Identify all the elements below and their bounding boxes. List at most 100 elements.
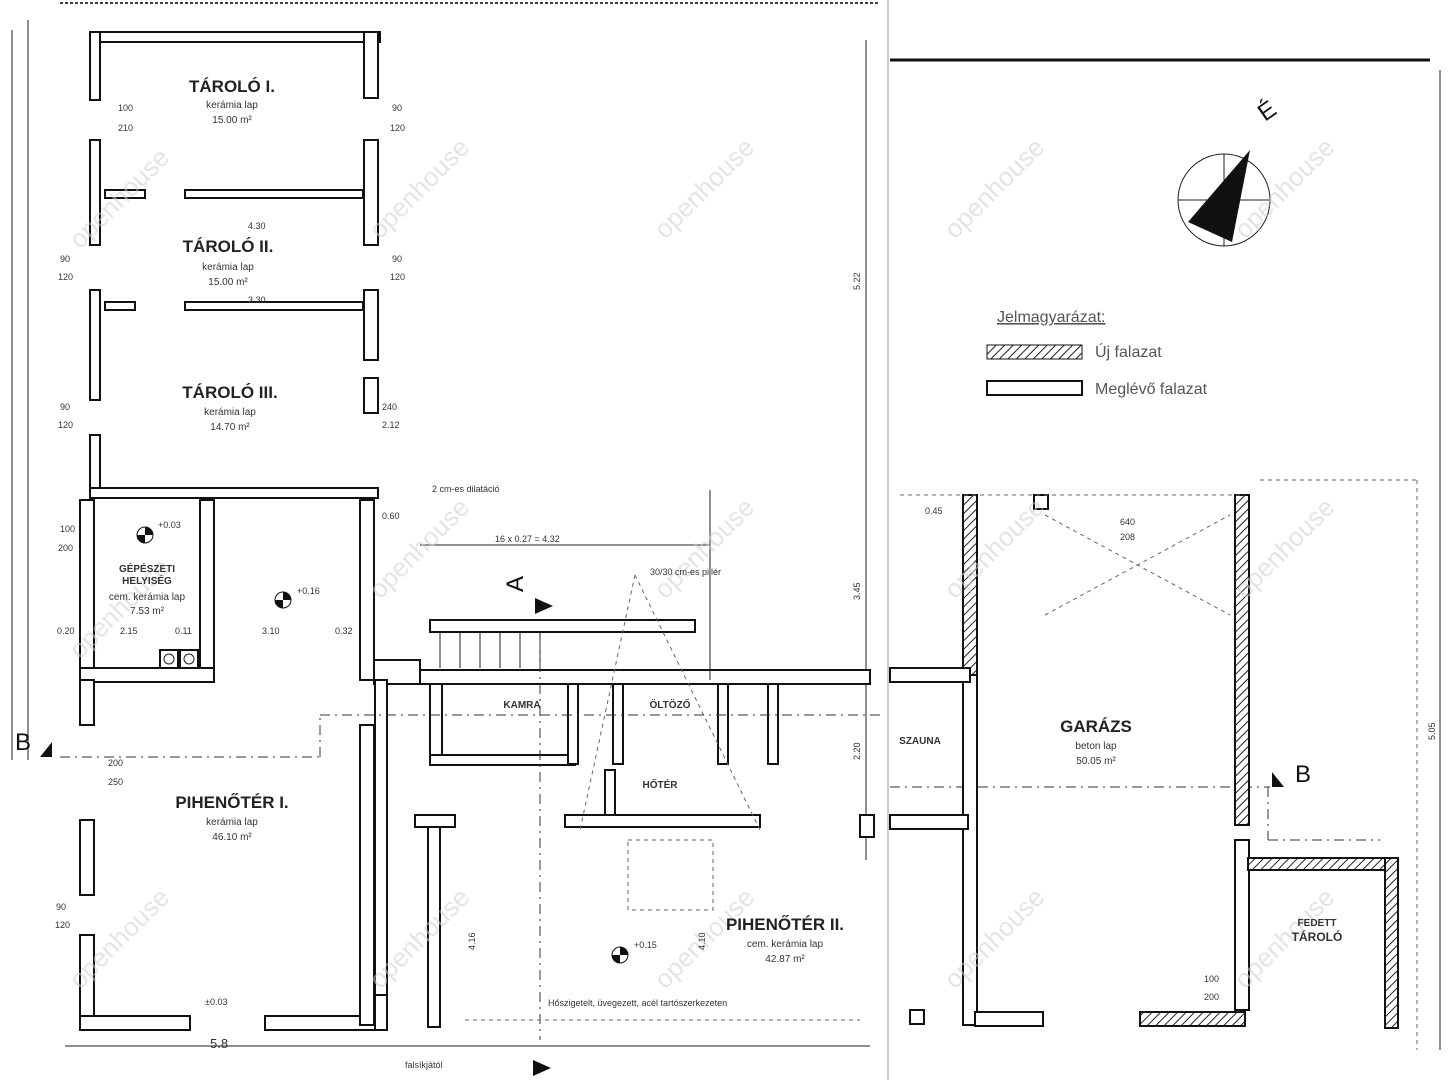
dim-label: 208	[1120, 532, 1135, 542]
level-markers	[136, 526, 629, 964]
room-name-sauna: SZAUNA	[899, 736, 941, 747]
dim-label: 0.20	[57, 626, 75, 636]
section-mark-b-left: B	[15, 729, 31, 756]
svg-text:openhouse: openhouse	[938, 492, 1050, 604]
dim-label: 210	[118, 123, 133, 133]
section-line-a	[533, 598, 553, 1076]
note-glazing: Hőszigetelt, üvegezett, acél tartószerke…	[548, 998, 727, 1008]
svg-text:openhouse: openhouse	[363, 132, 475, 244]
dim-label: 3.10	[262, 626, 280, 636]
room-name-storage-2: TÁROLÓ II.	[183, 237, 274, 256]
room-name-lounge-1: PIHENŐTÉR I.	[175, 793, 288, 812]
dim-label: 5.05	[1427, 722, 1437, 740]
dim-label: 0.60	[382, 511, 400, 521]
lounge-1-walls	[79, 499, 421, 1031]
room-area-mechanical: 7.53 m²	[130, 606, 165, 617]
room-name-garage: GARÁZS	[1060, 717, 1132, 736]
room-area-storage-2: 15.00 m²	[208, 277, 248, 288]
dim-label: 100	[118, 103, 133, 113]
legend	[986, 344, 1083, 396]
note-pillar: 30/30 cm-es pillér	[650, 567, 721, 577]
dim-label: 120	[390, 123, 405, 133]
middle-walls	[374, 619, 875, 1031]
legend-new-wall-swatch	[986, 344, 1083, 360]
room-name-pantry: KAMRA	[503, 700, 540, 711]
dim-label: 90	[60, 402, 70, 412]
svg-text:openhouse: openhouse	[363, 492, 475, 604]
roof-diagonals	[465, 490, 860, 1040]
level-label-3: +0.15	[634, 940, 657, 950]
room-floor-lounge-2: cem. kerámia lap	[747, 939, 824, 950]
dim-label: 90	[56, 902, 66, 912]
dim-label: 3.30	[248, 295, 266, 305]
note-expansion: 2 cm-es dilatáció	[432, 484, 500, 494]
dim-label: 2.20	[852, 742, 862, 760]
room-name-dressing: ÖLTÖZŐ	[650, 698, 691, 711]
dim-label: 90	[60, 254, 70, 264]
svg-text:openhouse: openhouse	[1228, 132, 1340, 244]
room-floor-garage: beton lap	[1075, 741, 1117, 752]
room-name-heat-room: HŐTÉR	[643, 778, 679, 791]
svg-text:openhouse: openhouse	[938, 882, 1050, 994]
dim-label: 2.12	[382, 420, 400, 430]
mechanical-room-walls	[79, 499, 215, 683]
room-floor-storage-2: kerámia lap	[202, 262, 254, 273]
room-floor-lounge-1: kerámia lap	[206, 817, 258, 828]
dim-label: 200	[58, 543, 73, 553]
room-floor-mechanical: cem. kerámia lap	[109, 592, 186, 603]
room-name-storage-3: TÁROLÓ III.	[182, 383, 277, 402]
dim-label: 0.32	[335, 626, 353, 636]
room-floor-storage-3: kerámia lap	[204, 407, 256, 418]
dim-label: 120	[390, 272, 405, 282]
dim-label: 90	[392, 103, 402, 113]
legend-title: Jelmagyarázat:	[997, 309, 1106, 326]
dim-label: 90	[392, 254, 402, 264]
dim-label: 100	[60, 524, 75, 534]
svg-text:openhouse: openhouse	[648, 492, 760, 604]
level-label-1: +0.03	[158, 520, 181, 530]
room-area-lounge-2: 42.87 m²	[765, 954, 805, 965]
legend-new-wall-label: Új falazat	[1095, 342, 1162, 361]
legend-existing-wall-swatch	[986, 380, 1083, 396]
storage-block-walls	[89, 31, 381, 499]
note-bottom-a: 5.8	[210, 1036, 228, 1051]
dim-label: 200	[108, 758, 123, 768]
dim-label: 250	[108, 777, 123, 787]
dim-label: 120	[58, 272, 73, 282]
note-stairs: 16 x 0.27 = 4.32	[495, 534, 560, 544]
svg-text:É: É	[1253, 96, 1282, 127]
room-area-storage-3: 14.70 m²	[210, 422, 250, 433]
svg-text:openhouse: openhouse	[63, 142, 175, 254]
dim-label: 120	[55, 920, 70, 930]
svg-text:openhouse: openhouse	[938, 132, 1050, 244]
dim-label: 0.11	[175, 626, 192, 636]
section-mark-b-right: B	[1295, 761, 1311, 788]
dim-label: 4.30	[248, 221, 266, 231]
dim-label: 120	[58, 420, 73, 430]
dim-label: 0.45	[925, 506, 943, 516]
dim-label: 5.22	[852, 272, 862, 290]
garage-walls	[889, 479, 1418, 1050]
room-name-mechanical-2: HELYISÉG	[122, 574, 172, 587]
note-bottom-b: falsíkjától	[405, 1060, 443, 1070]
room-area-storage-1: 15.00 m²	[212, 115, 252, 126]
dim-label: 240	[382, 402, 397, 412]
level-label-2: +0.16	[297, 586, 320, 596]
legend-existing-wall-label: Meglévő falazat	[1095, 381, 1208, 398]
room-name-lounge-2: PIHENŐTÉR II.	[726, 915, 844, 934]
room-name-storage-1: TÁROLÓ I.	[189, 77, 275, 96]
room-floor-storage-1: kerámia lap	[206, 100, 258, 111]
dim-label: 100	[1204, 974, 1219, 984]
section-mark-a: A	[502, 576, 529, 592]
dim-label: 4.10	[697, 932, 707, 950]
dim-label: 640	[1120, 517, 1135, 527]
room-area-garage: 50.05 m²	[1076, 756, 1116, 767]
room-name-covered-storage-1: FEDETT	[1298, 918, 1337, 929]
level-label-4: ±0.03	[205, 997, 227, 1007]
dim-label: 4.16	[467, 932, 477, 950]
dim-label: 200	[1204, 992, 1219, 1002]
dim-label: 3.45	[852, 582, 862, 600]
dim-label: 2.15	[120, 626, 138, 636]
watermarks: openhouse openhouse openhouse openhouse …	[63, 132, 1340, 994]
